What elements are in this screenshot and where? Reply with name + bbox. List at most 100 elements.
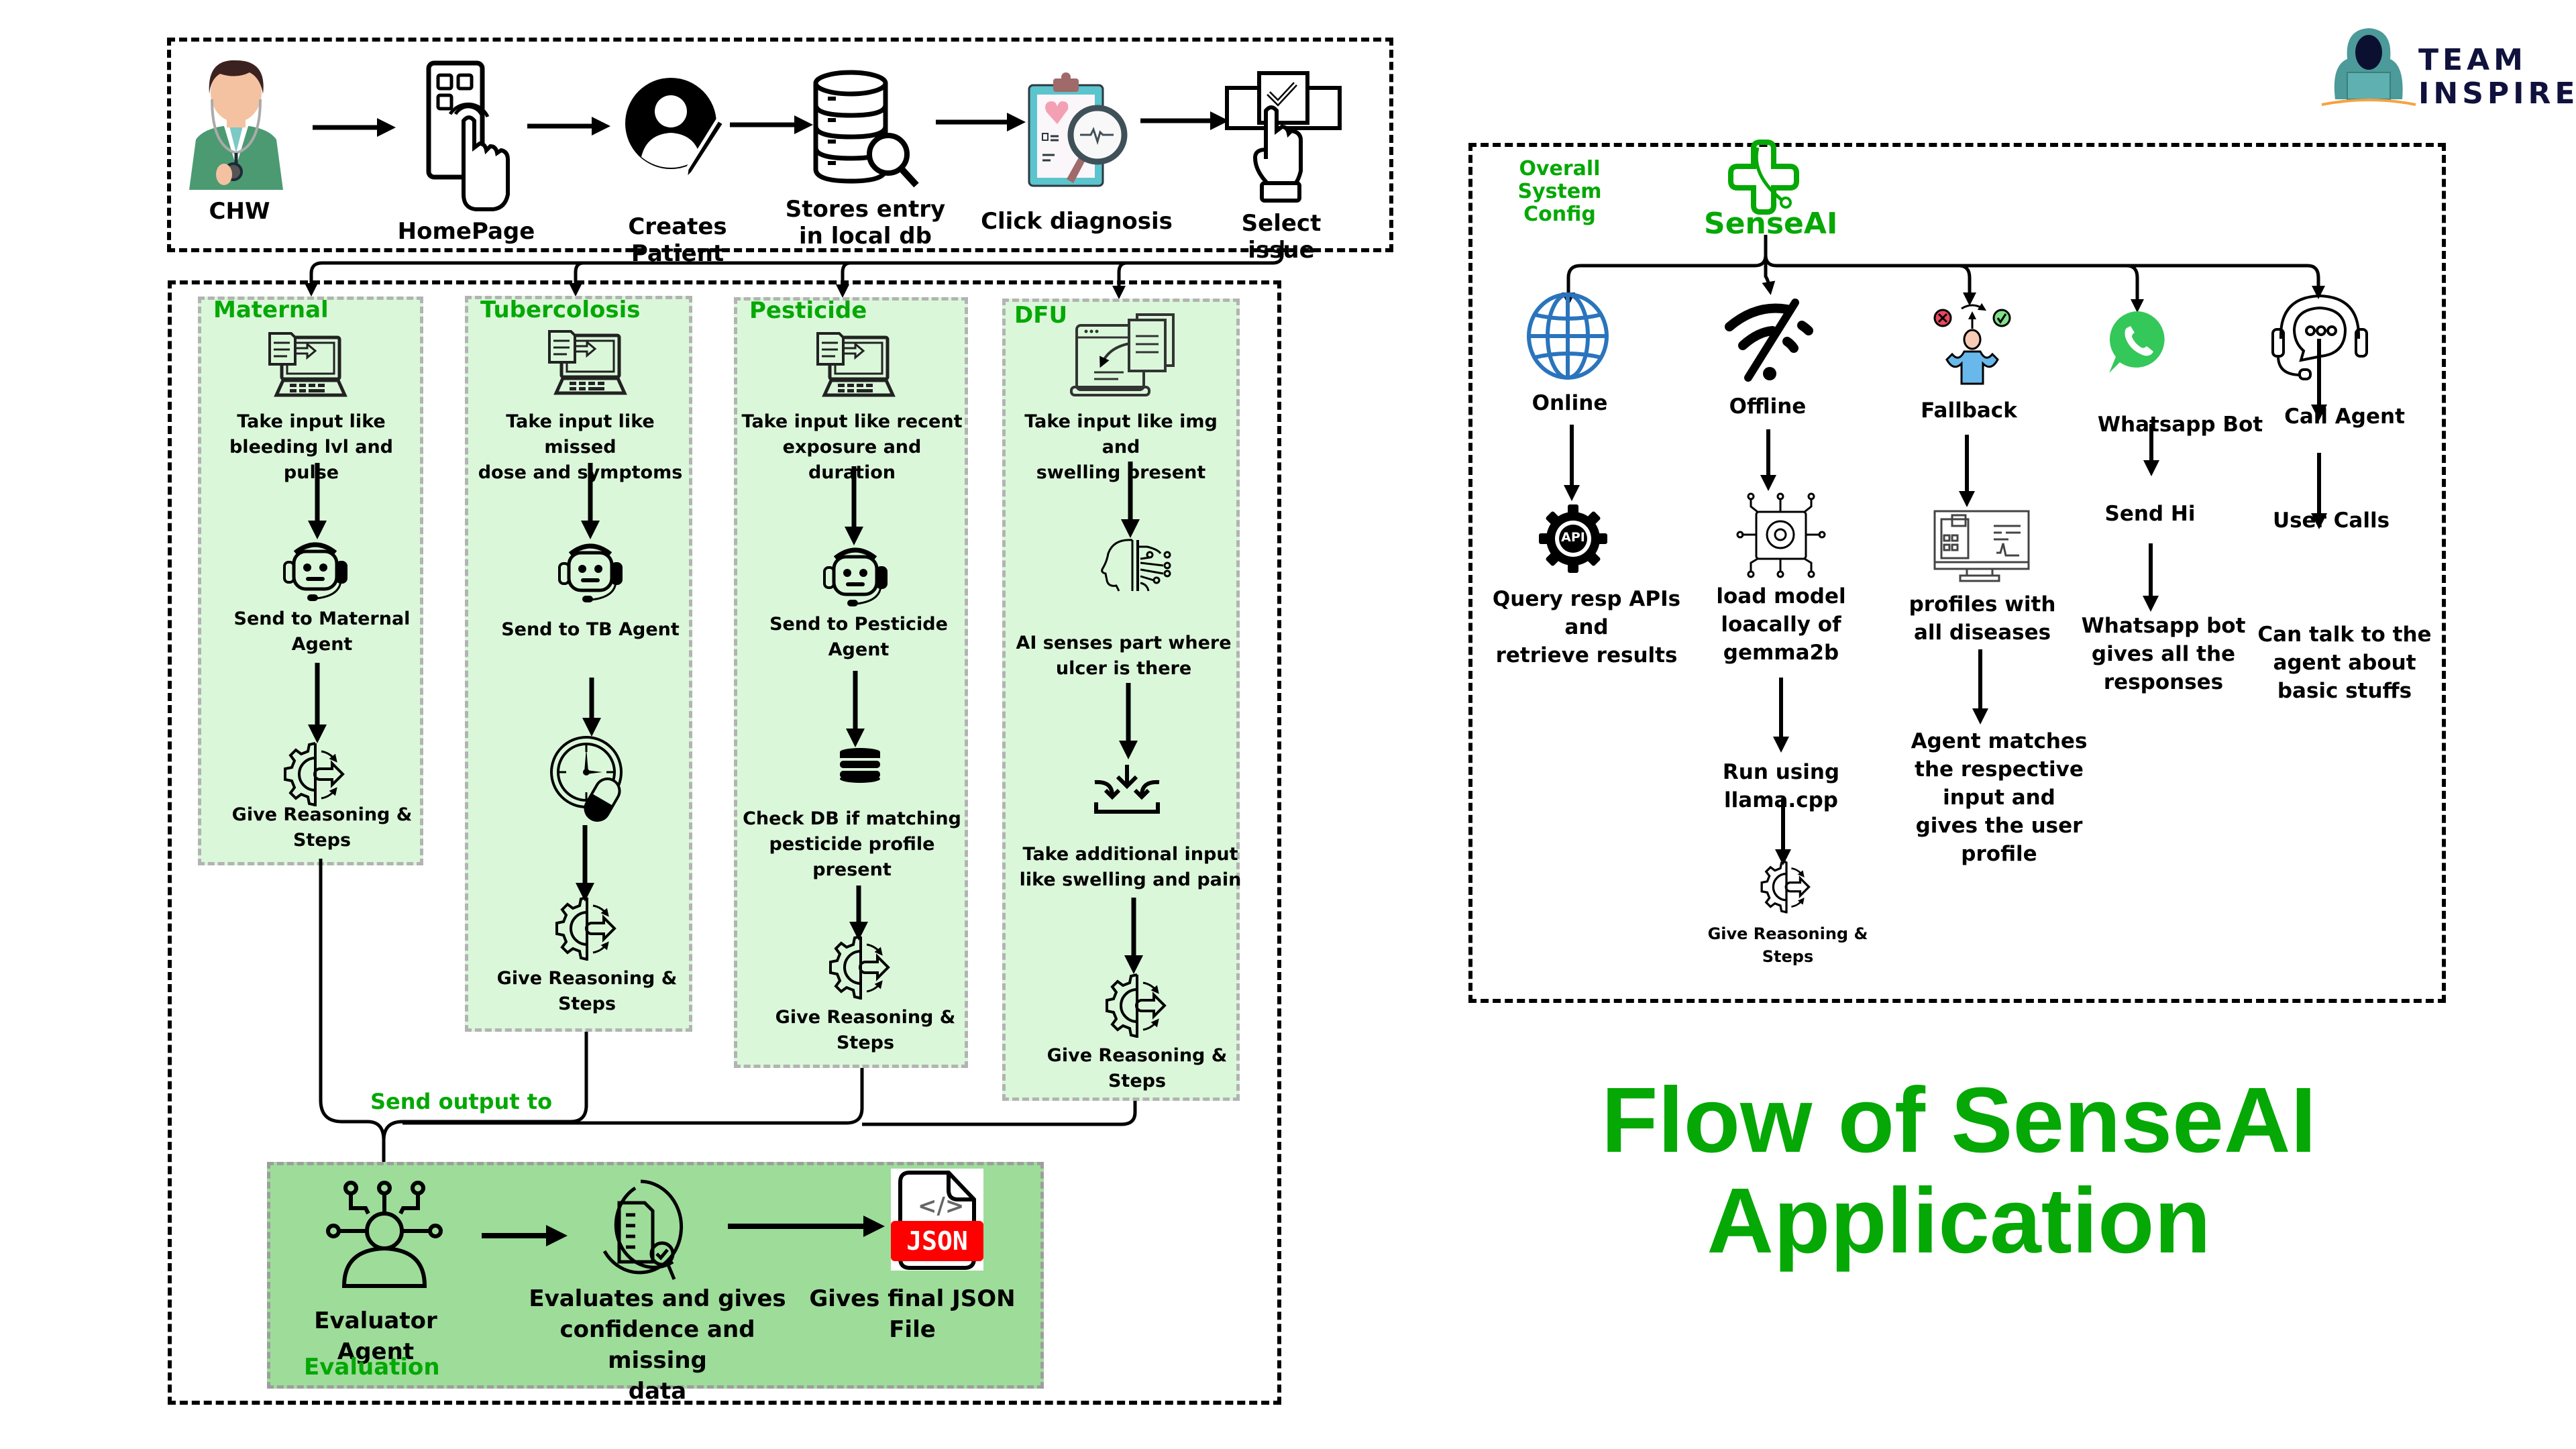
step-label: Send to TB Agent <box>501 619 680 640</box>
step-arrow <box>308 463 327 539</box>
ai-head-icon <box>1101 539 1171 592</box>
mode-step-label: User Calls <box>2272 508 2390 533</box>
step-label: Take input like recent exposure and dura… <box>741 411 963 483</box>
panel-title-evaluation: Evaluation <box>304 1354 440 1381</box>
flow-arrow <box>730 115 813 134</box>
mode-label-offline: Offline <box>1729 394 1807 419</box>
panel-title-pesticide: Pesticide <box>749 297 867 324</box>
mode-step-label: Whatsapp bot gives all the responses <box>2081 614 2246 694</box>
clipboard-diagnosis-icon <box>1028 72 1128 187</box>
eval-step-label: Evaluator Agent <box>314 1307 437 1365</box>
panel-title-tubercolosis: Tubercolosis <box>480 297 641 323</box>
send-output-label: Send output to <box>370 1089 553 1114</box>
page-title: Flow of SenseAI Application <box>1601 1069 2316 1273</box>
step-label: Check DB if matching pesticide profile p… <box>743 808 961 880</box>
database-icon <box>840 748 880 783</box>
panel-dfu <box>1002 299 1240 1101</box>
step-arrow <box>308 663 327 743</box>
code-glyph: </> <box>918 1193 965 1220</box>
step-arrow <box>2143 424 2159 476</box>
hospital-monitor-icon <box>1933 510 2030 582</box>
step-arrow <box>2143 543 2159 612</box>
panel-title-dfu: DFU <box>1014 302 1068 329</box>
json-file-icon: </> JSON <box>891 1169 983 1271</box>
step-arrow <box>576 825 594 902</box>
mode-step-label: Give Reasoning & Steps <box>1707 924 1868 966</box>
step-label: AI senses part where ulcer is there <box>1016 633 1232 679</box>
mode-step-label: Can talk to the agent about basic stuffs <box>2257 623 2432 703</box>
step-label: Send to Pesticide Agent <box>769 614 948 660</box>
api-gear-icon <box>1539 504 1607 573</box>
json-badge: JSON <box>891 1221 983 1261</box>
step-arrow <box>2311 453 2327 529</box>
mode-label-whatsapp-bot: Whatsapp Bot <box>2097 413 2263 437</box>
select-option-icon <box>1225 71 1342 203</box>
step-label: Give Reasoning & Steps <box>496 968 678 1014</box>
step-label: Send to Maternal Agent <box>233 608 411 655</box>
issue-processing-container <box>168 280 1281 1405</box>
mode-label-call-agent: Call Agent <box>2284 405 2405 429</box>
mode-label-fallback: Fallback <box>1921 398 2017 423</box>
health-worker-icon <box>189 60 283 190</box>
step-arrow <box>1959 435 1975 507</box>
tap-phone-icon <box>426 60 510 211</box>
eval-step-label: Evaluates and gives confidence and missi… <box>529 1285 786 1405</box>
step-label-stores-entry: Stores entry in local db <box>785 196 946 250</box>
panel-title-maternal: Maternal <box>213 297 329 323</box>
flow-arrow <box>936 113 1026 131</box>
database-search-icon <box>813 70 919 188</box>
step-arrow <box>1760 429 1776 491</box>
step-label-click-diagnosis: Click diagnosis <box>981 208 1173 235</box>
flow-arrow <box>728 1216 885 1237</box>
merge-input-icon <box>1094 765 1160 814</box>
step-arrow <box>849 885 868 941</box>
step-label: Give Reasoning & Steps <box>231 804 413 851</box>
step-arrow <box>1972 649 1988 724</box>
step-label-homepage: HomePage <box>397 218 535 245</box>
ai-chip-icon <box>1736 492 1826 578</box>
step-arrow <box>1773 678 1789 753</box>
image-upload-icon <box>1070 313 1175 396</box>
gear-process-icon <box>1756 857 1817 918</box>
team-logo-icon <box>2321 28 2416 106</box>
step-label-chw: CHW <box>209 198 270 225</box>
step-arrow <box>582 678 601 737</box>
globe-icon <box>1527 292 1609 380</box>
step-arrow <box>1124 898 1143 974</box>
system-config-title: Overall System Config <box>1517 157 1602 226</box>
mode-step-label: Query resp APIs and retrieve results <box>1492 587 1681 667</box>
clock-pill-icon <box>550 736 623 822</box>
step-label: Take input like img and swelling present <box>1024 411 1218 483</box>
mode-step-label: profiles with all diseases <box>1909 592 2056 645</box>
evaluator-agent-icon <box>326 1181 443 1288</box>
mode-label-online: Online <box>1532 391 1608 415</box>
api-badge: API <box>1561 530 1585 545</box>
wifi-off-icon <box>1725 299 1813 382</box>
eval-step-label: Gives final JSON File <box>809 1285 1016 1343</box>
senseai-logo-icon <box>1728 140 1799 215</box>
step-arrow <box>1564 425 1580 501</box>
mode-step-label: Send Hi <box>2104 502 2196 526</box>
flow-arrow <box>482 1225 568 1246</box>
team-logo-text: TEAM INSPIRE <box>2418 43 2576 111</box>
top-flow-container <box>167 38 1393 252</box>
step-arrow <box>1121 462 1140 538</box>
step-arrow <box>846 671 865 747</box>
document-review-icon <box>602 1179 684 1280</box>
senseai-logo-text: SenseAI <box>1704 207 1838 241</box>
step-arrow <box>581 463 600 539</box>
step-arrow <box>1775 798 1791 865</box>
step-label: Take input like missed dose and symptoms <box>478 411 683 483</box>
call-agent-icon <box>2271 294 2368 380</box>
flow-arrow <box>1140 111 1229 130</box>
step-label: Give Reasoning & Steps <box>1046 1045 1228 1091</box>
decision-person-icon <box>1933 303 2011 385</box>
flow-arrow <box>313 118 396 137</box>
flow-arrow <box>527 117 610 136</box>
step-label: Take additional input like swelling and … <box>1019 844 1242 890</box>
mode-step-label: Agent matches the respective input and g… <box>1911 729 2088 866</box>
step-label: Give Reasoning & Steps <box>775 1007 956 1053</box>
